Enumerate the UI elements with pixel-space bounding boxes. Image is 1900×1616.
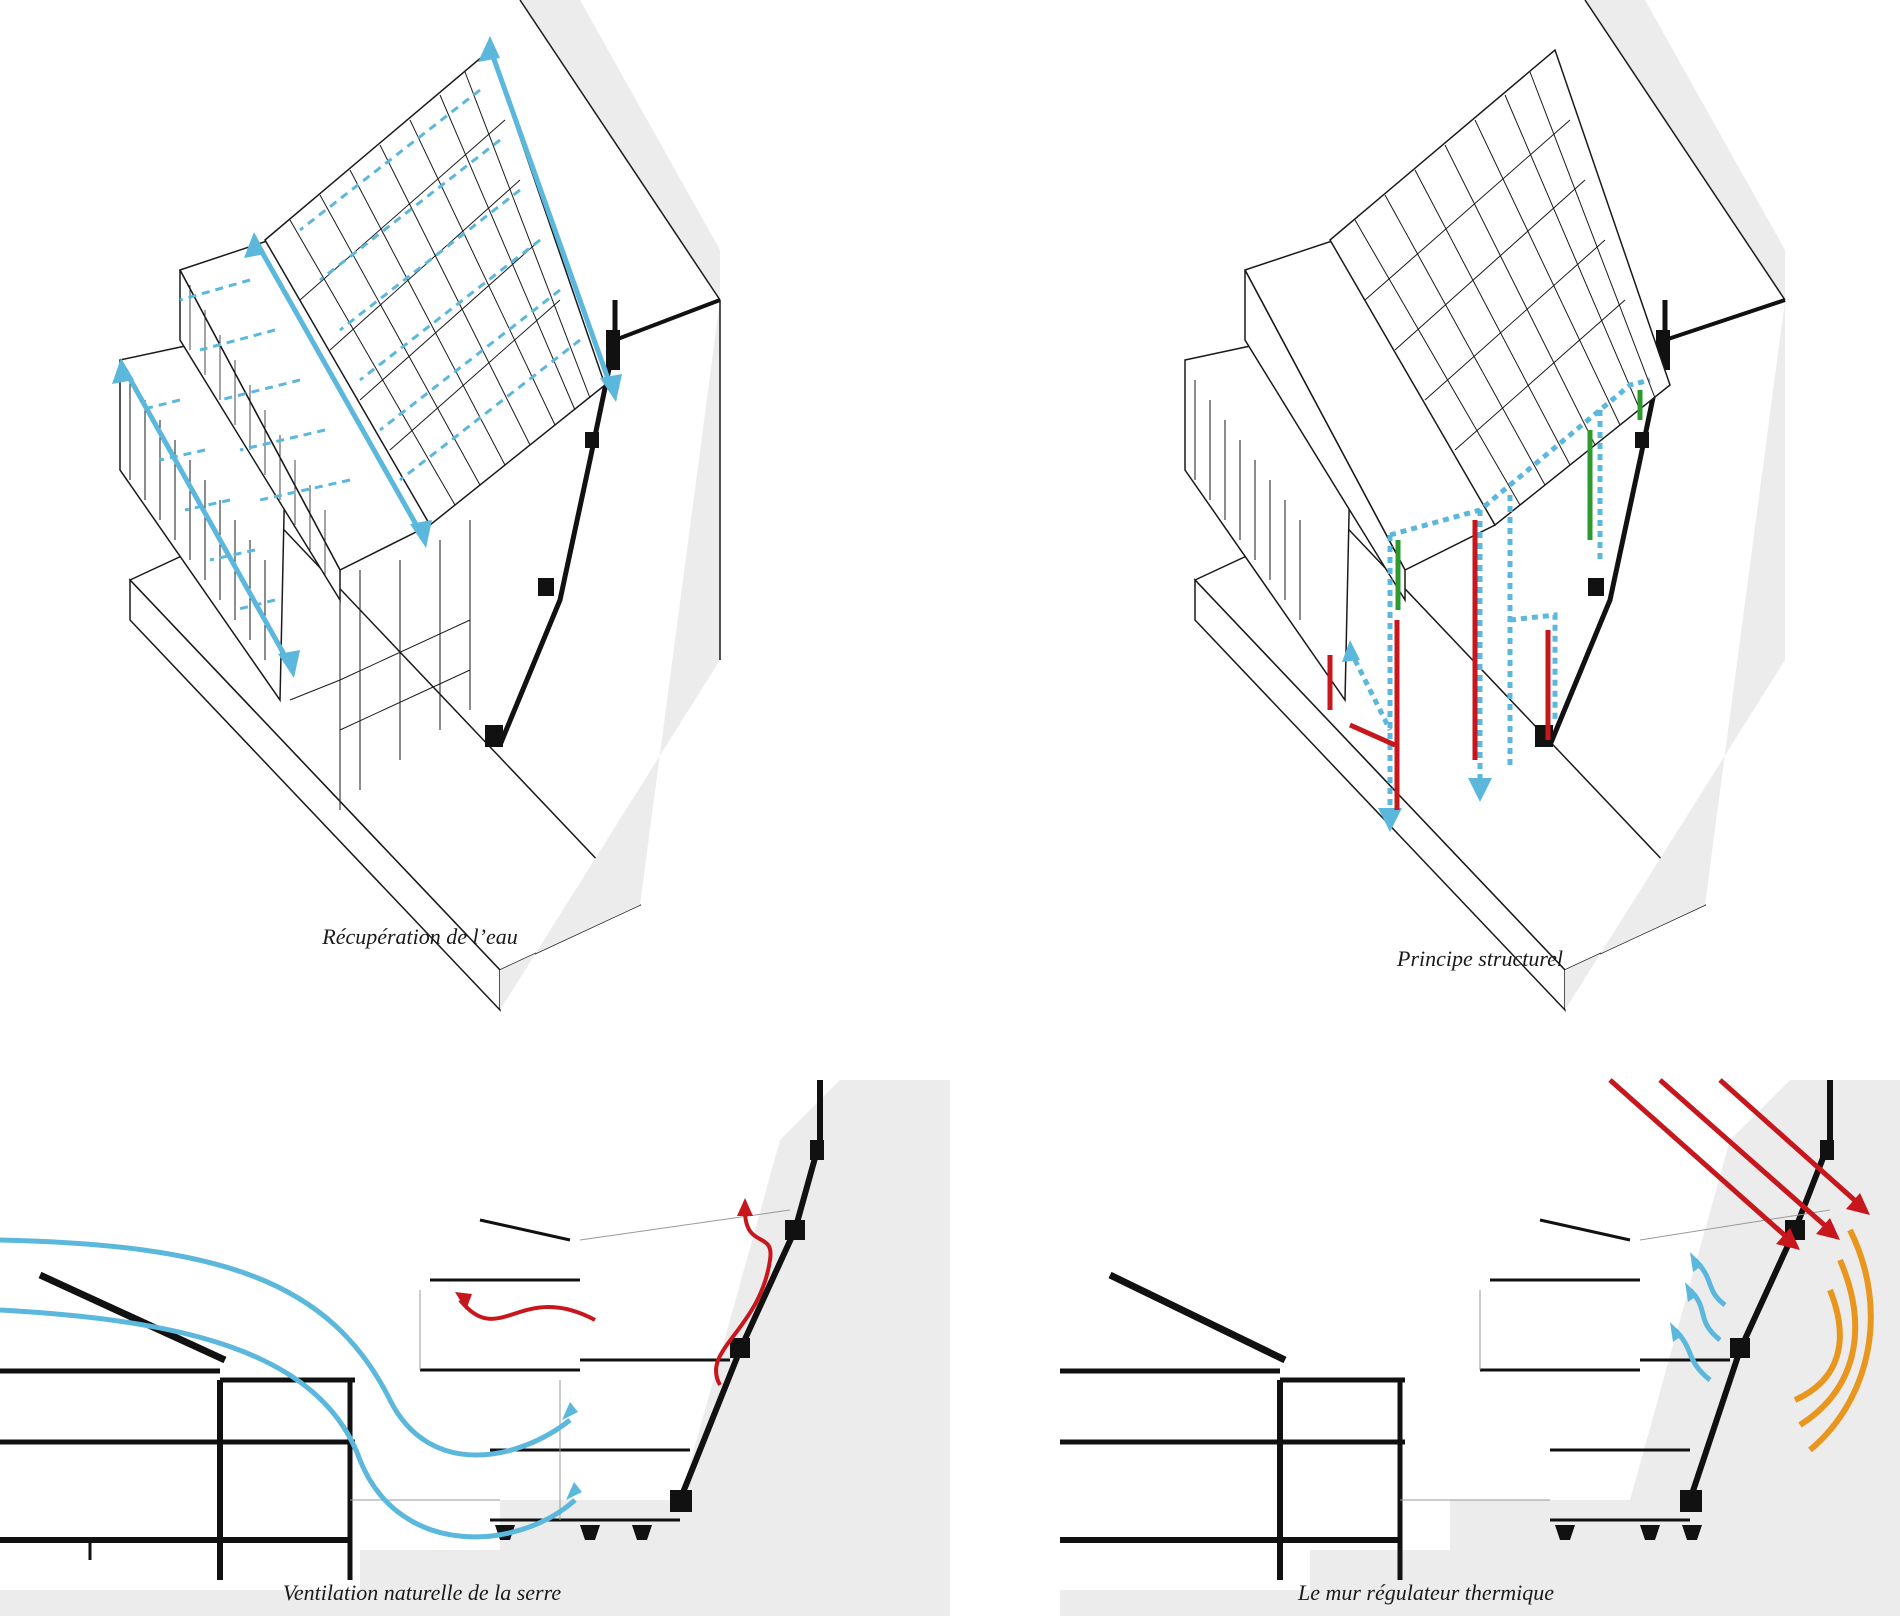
structure-columns-red — [1327, 520, 1551, 810]
water-flow-arrows — [122, 47, 615, 667]
retaining-wall — [1547, 300, 1668, 746]
ground — [1060, 1080, 1900, 1616]
warm-air-arrows — [458, 1209, 773, 1386]
main-roof — [1329, 48, 1671, 527]
caption-natural-ventilation: Ventilation naturelle de la serre — [282, 1580, 562, 1605]
caption-water-recovery: Récupération de l’eau — [322, 924, 518, 949]
ground — [0, 1080, 950, 1616]
heat-radiation-arcs — [1793, 1228, 1874, 1453]
structural-principle-diagram: Principe structurel — [950, 0, 1900, 1012]
cool-air-arrows — [0, 1237, 577, 1540]
retaining-wall — [497, 300, 618, 746]
natural-ventilation-section: Ventilation naturelle de la serre — [0, 1080, 950, 1616]
solar-rays — [1608, 1078, 1862, 1242]
water-recovery-axonometric — [112, 0, 721, 1012]
load-path-dashed — [1347, 377, 1651, 820]
thermal-wall-section: Le mur régulateur thermique — [950, 1078, 1900, 1616]
caption-structural-principle: Principe structurel — [1397, 946, 1563, 971]
caption-thermal-wall: Le mur régulateur thermique — [1297, 1580, 1555, 1605]
water-recovery-diagram: Récupération de l’eau — [0, 0, 950, 1012]
thermal-section — [1060, 1078, 1900, 1616]
ventilation-section — [0, 1080, 950, 1616]
structure-columns-green — [1395, 390, 1643, 610]
structural-axonometric — [1184, 0, 1786, 1012]
